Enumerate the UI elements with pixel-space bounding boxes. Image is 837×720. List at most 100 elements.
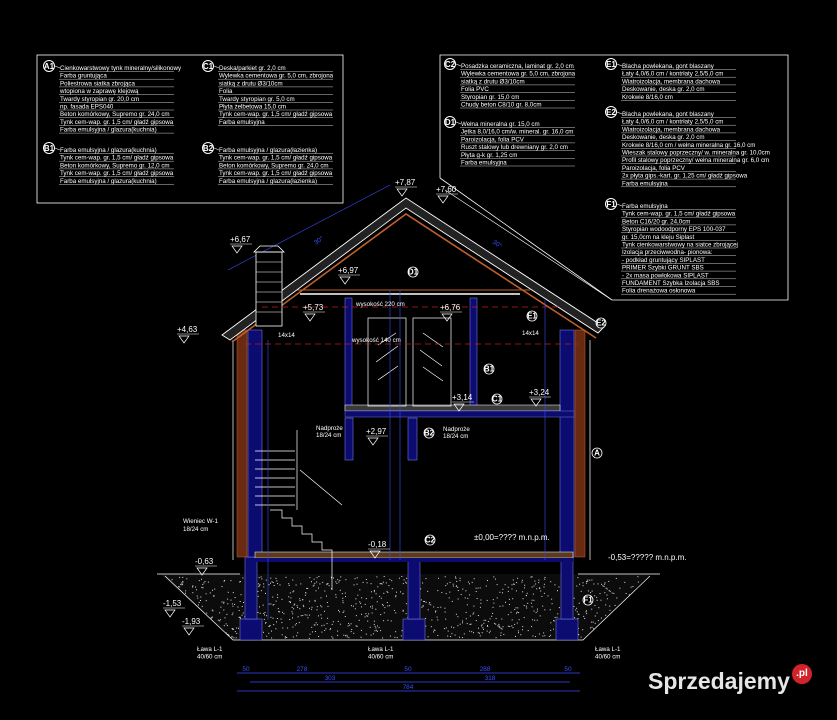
legend-line: Płyta żelbetowa 15,0 cm	[219, 104, 286, 111]
chimney-bricks	[256, 261, 282, 313]
section-tag-circle	[407, 266, 419, 278]
footing-size-3: 40/60 cm	[595, 654, 620, 661]
labels-layer: +7,87+7,60+6,67+6,97+5,73+6,76+4,63+3,14…	[163, 178, 687, 691]
watermark-badge: .pl	[791, 664, 812, 684]
legend-line: Beton komórkowy, Supremo gr. 24,0 cm	[219, 162, 329, 169]
section-tag-C2: C2	[425, 536, 436, 545]
legend-tag: C2	[445, 60, 456, 69]
section-tag-A: A	[594, 449, 600, 458]
legend-line: Łaty 4,0/6,0 cm / kontrłaty 2,5/5,0 cm	[622, 119, 723, 126]
footing-right	[555, 618, 579, 641]
legend-layer: A1 Cienkowarstwowy tynk mineralny/silikon…	[43, 58, 770, 295]
level-ground-floor: -0,18	[368, 540, 387, 549]
gravel-fill	[165, 574, 650, 640]
legend-line: Tynk cem-wap. gr. 1,5 cm/ gładź gipsowa	[60, 170, 174, 177]
legend-A1: A1 Cienkowarstwowy tynk mineralny/silikon…	[43, 60, 182, 134]
attic-wall-left	[344, 297, 353, 411]
legend-tag-circle	[605, 106, 617, 118]
dimension-row1-2: 278	[297, 666, 308, 673]
footing-title-1: Ława L-1	[197, 646, 223, 653]
legend-line: Profil stalowy poprzeczny/ wełna mineral…	[622, 157, 769, 164]
dimension-row1-4: 288	[480, 666, 491, 673]
legend-line: Farba emulsyjna	[461, 160, 507, 167]
legend-line: wtopiona w zaprawę klejową	[59, 88, 139, 95]
footing-title-2: Ława L-1	[368, 646, 394, 653]
level-ridge-top: +7,60	[436, 185, 457, 194]
legend-line: siatką z drutu Ø3/10cm	[461, 78, 525, 85]
level-floor1-b: +3,24	[529, 388, 550, 397]
legend-line: Tynk cienkowarstwowy na siatce zbrojącej	[622, 242, 738, 249]
legend-line: Ruszt stalowy lub drewniany gr. 2,0 cm	[461, 144, 568, 151]
legend-line: siatką z drutu Ø3/10cm	[219, 80, 283, 87]
footing-left	[239, 618, 263, 641]
level-floor1-a: +3,14	[452, 393, 473, 402]
legend-line: Blacha powlekana, gont blaszany	[622, 63, 715, 70]
legend-tag: E2	[606, 108, 616, 117]
legend-line: Farba emulsyjna / glazura(łazienka)	[219, 178, 317, 185]
legend-line: Farba emulsyjna	[622, 203, 668, 210]
section-tag-F1: F1	[583, 596, 593, 605]
foundation-wall-left	[244, 556, 258, 620]
level-attic-left: +5,73	[303, 303, 324, 312]
legend-line: Farba emulsyjna	[622, 180, 668, 187]
level-attic-floor: +6,97	[338, 266, 359, 275]
legend-line: Twardy styropian gr. 20,0 cm	[60, 96, 139, 103]
watermark-logo: Sprzedajemy.pl	[648, 664, 812, 695]
legend-line: Styropian gr. 15,0 cm	[461, 94, 519, 101]
ring-beam-size: 18/24 cm	[183, 526, 208, 533]
section-tag-circle	[595, 317, 607, 329]
legend-line: gr. 15,0cm na kleju Siplast	[622, 234, 695, 241]
legend-line: Wiatroizolacja, membrana dachowa	[622, 126, 721, 133]
roof-angle-right: 30°	[491, 238, 504, 250]
section-tag-B2: B2	[424, 429, 435, 438]
legend-line: Farba emulsyjna / glazura(łazienka)	[219, 147, 317, 154]
legend-tag-circle	[43, 142, 55, 154]
legend-tag: B1	[44, 144, 55, 153]
first-floor-slab	[344, 410, 575, 418]
legend-line: Tynk cem-wap. gr. 1,5 cm/ gładź gipsowa	[622, 211, 736, 218]
level-zero: ±0,00=???? m.n.p.m.	[474, 533, 550, 542]
legend-line: Wieszak stalowy poprzeczny/ w. mineralna…	[622, 150, 770, 157]
legend-line: Farba gruntująca	[60, 73, 107, 80]
legend-tag: F1	[606, 200, 616, 209]
horizontal-dimension-lines	[237, 672, 580, 692]
roof-angle-left: 30°	[312, 234, 325, 246]
legend-tag-circle	[605, 198, 617, 210]
watermark-text: Sprzedajemy	[648, 668, 790, 694]
legend-line: Cienkowarstwowy tynk mineralny/silikonow…	[60, 65, 182, 72]
legend-line: Beton komórkowy, Supremo gr. 12,0 cm	[60, 162, 170, 169]
section-tag-C1: C1	[492, 395, 503, 404]
level-foundation-a: -1,53	[163, 599, 182, 608]
legend-line: Deskowanie, deska gr. 2,0 cm	[622, 134, 705, 141]
section-tag-circle	[582, 594, 594, 606]
legend-line: Tynk cem-wap. gr. 1,5 cm/ gładź gipsowa	[219, 155, 333, 162]
legend-line: Wylewka cementowa gr. 5,0 cm, zbrojona	[219, 73, 334, 80]
legend-line: Tynk cem-wap. gr. 1,5 cm/ gładź gipsowa	[219, 111, 333, 118]
legend-line: Wiatroizolacja, membrana dachowa	[622, 78, 721, 85]
exterior-wall-left	[247, 329, 263, 558]
legend-tag-circle	[605, 58, 617, 70]
rafters	[231, 213, 597, 343]
level-eave: +4,63	[177, 325, 198, 334]
section-tag-E2: E2	[596, 319, 606, 328]
dimension-row1-5: 50	[564, 666, 572, 673]
level-chimney: +6,67	[230, 235, 251, 244]
section-tag-circle	[424, 534, 436, 546]
legend-tag-circle	[202, 142, 214, 154]
legend-line: Paroizolacja, folia PCV	[622, 165, 686, 172]
footing-center	[402, 618, 426, 641]
legend-line: Twardy styropian gr. 5,0 cm	[219, 96, 295, 103]
level-ridge: +7,87	[395, 178, 416, 187]
dimension-row1-3: 50	[404, 666, 412, 673]
footing-title-3: Ława L-1	[595, 646, 621, 653]
legend-tag: A1	[44, 62, 55, 71]
legend-line: Chudy beton C8/10 gr. 8,0cm	[461, 102, 542, 109]
legend-line: Deskowanie, deska gr. 2,0 cm	[622, 86, 705, 93]
legend-line: Krokwie 8/16,0 cm	[622, 94, 673, 101]
lintel-left-size: 18/24 cm	[316, 432, 341, 439]
